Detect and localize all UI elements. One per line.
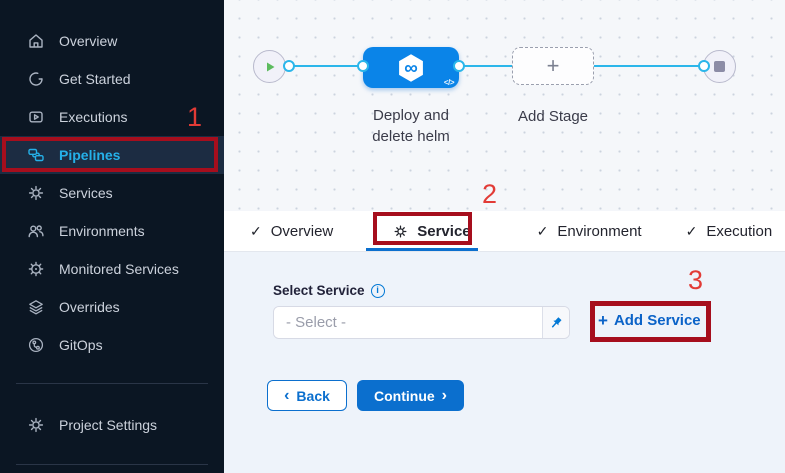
- stage-out-port[interactable]: [453, 60, 465, 72]
- sidebar-item-executions[interactable]: Executions: [0, 98, 224, 136]
- main-panel: ∞ </> + Deploy and delete helm Add Stage…: [224, 0, 785, 473]
- tab-label: Environment: [557, 222, 642, 240]
- sidebar-footer-nav: Project Settings: [0, 406, 224, 444]
- sidebar-item-label: Pipelines: [59, 147, 121, 163]
- chevron-left-icon: ‹: [284, 386, 290, 404]
- add-stage-button[interactable]: +: [512, 47, 594, 85]
- stage-tabs: ✓ Overview Service ✓ Environment ✓ Execu…: [224, 211, 785, 252]
- monitored-services-icon: [27, 260, 45, 278]
- tab-label: Execution: [706, 222, 773, 240]
- check-icon: ✓: [536, 223, 549, 239]
- back-button[interactable]: ‹ Back: [267, 380, 347, 411]
- sidebar-item-gitops[interactable]: GitOps: [0, 326, 224, 364]
- pin-icon: [551, 316, 562, 327]
- sidebar-divider: [16, 383, 208, 384]
- info-icon[interactable]: i: [370, 283, 385, 298]
- tab-service[interactable]: Service: [393, 222, 471, 240]
- gear-icon: [393, 224, 408, 239]
- pipeline-start-node[interactable]: [253, 50, 286, 83]
- connector-edge: [289, 64, 363, 67]
- home-icon: [27, 32, 45, 50]
- connector-edge: [459, 64, 512, 67]
- service-form: Select Service i + Add Service ‹ Back Co…: [224, 252, 785, 473]
- stop-icon: [714, 61, 725, 72]
- pin-button[interactable]: [542, 307, 569, 338]
- sidebar-item-label: Project Settings: [59, 417, 158, 433]
- sidebar-item-project-settings[interactable]: Project Settings: [0, 406, 224, 444]
- sidebar-item-overrides[interactable]: Overrides: [0, 288, 224, 326]
- stage-name-label: Deploy and delete helm: [372, 107, 450, 145]
- sidebar-item-label: Services: [59, 185, 113, 201]
- play-icon: [266, 62, 274, 71]
- sidebar-item-pipelines[interactable]: Pipelines: [0, 136, 224, 174]
- sidebar-item-environments[interactable]: Environments: [0, 212, 224, 250]
- tab-environment[interactable]: ✓ Environment: [537, 223, 642, 240]
- continue-button[interactable]: Continue ›: [357, 380, 464, 411]
- pipeline-canvas[interactable]: ∞ </> + Deploy and delete helm Add Stage: [224, 0, 785, 211]
- chevron-right-icon: ›: [441, 386, 447, 404]
- check-icon: ✓: [685, 223, 698, 239]
- tab-overview[interactable]: ✓ Overview: [250, 223, 333, 240]
- code-icon: </>: [443, 78, 455, 87]
- overrides-layers-icon: [27, 298, 45, 316]
- sidebar-item-monitored-services[interactable]: Monitored Services: [0, 250, 224, 288]
- sidebar-item-get-started[interactable]: Get Started: [0, 60, 224, 98]
- sidebar-item-overview[interactable]: Overview: [0, 22, 224, 60]
- pipelines-icon: [27, 146, 45, 164]
- sidebar-item-label: Get Started: [59, 71, 131, 87]
- sidebar-item-services[interactable]: Services: [0, 174, 224, 212]
- connector-port[interactable]: [698, 60, 710, 72]
- connector-port[interactable]: [283, 60, 295, 72]
- tab-label: Service: [417, 222, 471, 240]
- connector-edge: [594, 64, 704, 67]
- sidebar-item-label: Overview: [59, 33, 118, 49]
- sidebar: Overview Get Started Executions Pipeline…: [0, 0, 224, 473]
- sidebar-item-label: Environments: [59, 223, 145, 239]
- add-service-button[interactable]: + Add Service: [598, 311, 701, 330]
- tab-execution[interactable]: ✓ Execution: [686, 223, 773, 240]
- plus-icon: +: [546, 53, 560, 78]
- check-icon: ✓: [250, 223, 262, 239]
- select-service-label: Select Service i: [273, 283, 385, 298]
- sidebar-item-label: Overrides: [59, 299, 120, 315]
- sidebar-item-label: Executions: [59, 109, 128, 125]
- sidebar-nav: Overview Get Started Executions Pipeline…: [0, 22, 224, 364]
- select-service-group: [273, 306, 570, 339]
- executions-icon: [27, 108, 45, 126]
- sidebar-item-label: GitOps: [59, 337, 103, 353]
- add-stage-label: Add Stage: [517, 108, 589, 125]
- helm-stage-icon: ∞: [395, 52, 427, 84]
- sidebar-divider: [16, 464, 208, 465]
- plus-icon: +: [598, 311, 608, 330]
- stage-node-deploy[interactable]: ∞ </>: [363, 47, 459, 88]
- active-tab-underline: [366, 248, 478, 251]
- stage-in-port[interactable]: [357, 60, 369, 72]
- get-started-icon: [27, 70, 45, 88]
- select-service-input[interactable]: [274, 307, 542, 338]
- services-gear-icon: [27, 184, 45, 202]
- gitops-icon: [27, 336, 45, 354]
- tab-label: Overview: [270, 222, 334, 240]
- sidebar-item-label: Monitored Services: [59, 261, 179, 277]
- gear-icon: [27, 416, 45, 434]
- environments-users-icon: [27, 222, 45, 240]
